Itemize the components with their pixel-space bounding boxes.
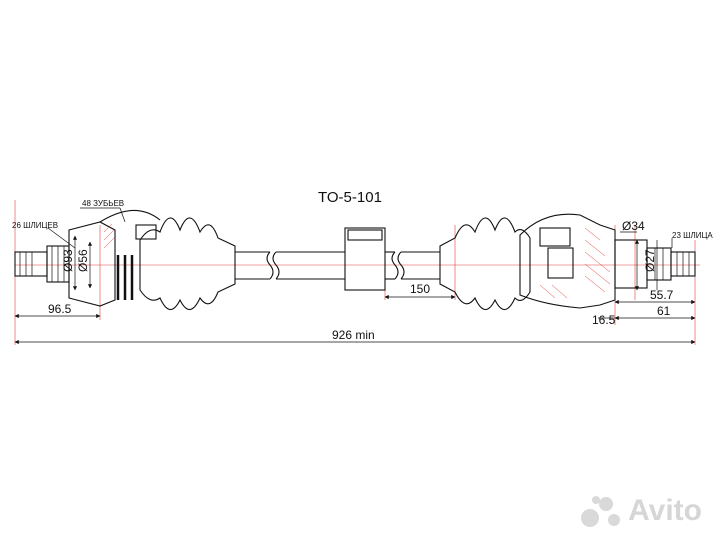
main-shaft (235, 227, 440, 291)
diameter-56-label: Ø56 (76, 249, 90, 272)
right-boot (439, 217, 531, 311)
left-cv-joint (68, 209, 161, 307)
teeth-label: 48 ЗУБЬЕВ (82, 199, 124, 208)
avito-watermark-text: Avito (628, 494, 702, 527)
dim-61: 61 (657, 304, 671, 318)
dim-96-5: 96.5 (48, 302, 72, 316)
dim-150: 150 (410, 282, 430, 296)
part-number-title: TO-5-101 (318, 189, 382, 206)
avito-logo-icon (581, 496, 621, 527)
avito-watermark: Avito (580, 494, 702, 528)
dim-926-min: 926 min (332, 328, 375, 342)
dim-16-5: 16.5 (592, 313, 616, 327)
diameter-93-label: Ø93 (61, 249, 75, 272)
right-splines-label: 23 ШЛИЦА (672, 231, 713, 240)
right-cv-joint (519, 213, 616, 309)
diameter-27-label: Ø27 (643, 249, 657, 272)
left-splines-label: 26 ШЛИЦЕВ (12, 221, 58, 230)
dim-55-7: 55.7 (650, 288, 674, 302)
left-boot (139, 217, 236, 311)
dimension-lines (14, 294, 696, 345)
right-stub-shaft (614, 239, 696, 289)
diameter-34-label: Ø34 (622, 219, 645, 233)
diameter-leaders (47, 207, 673, 291)
